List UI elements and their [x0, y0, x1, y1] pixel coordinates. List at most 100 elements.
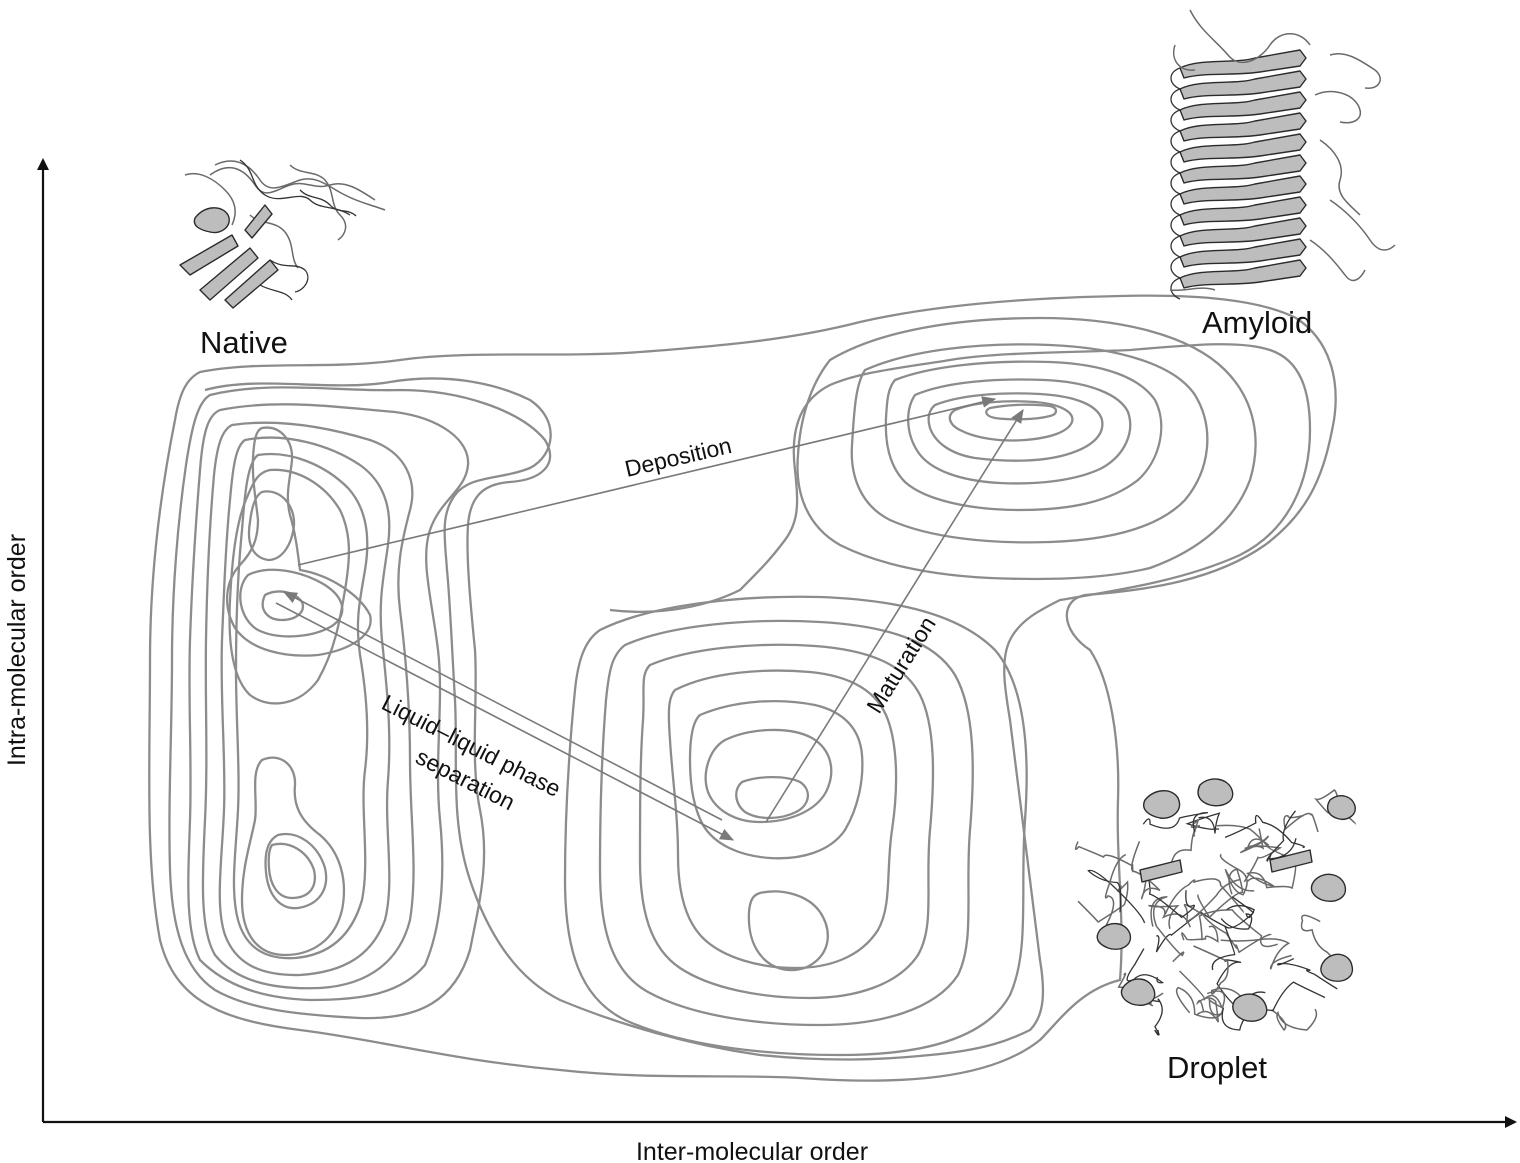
contour-amyloid-7	[985, 403, 1058, 421]
native-structure-image	[179, 159, 386, 309]
droplet-coil	[1277, 958, 1338, 990]
amyloid-strands	[1170, 49, 1307, 300]
droplet-coil	[1181, 925, 1219, 943]
amyloid-turn	[1170, 109, 1181, 132]
droplet-coil	[1087, 869, 1146, 924]
droplet-coil	[1220, 938, 1292, 970]
native-label: Native	[200, 325, 288, 360]
amyloid-beta-strand	[1179, 133, 1307, 163]
contour-left-upper-9	[239, 568, 344, 638]
contour-droplet-1	[563, 595, 1028, 1057]
maturation-arrow	[765, 409, 1024, 823]
contour-droplet-lower-1	[747, 890, 829, 972]
droplet-coil	[1147, 878, 1195, 919]
x-axis-label: Inter-molecular order	[636, 1138, 868, 1163]
amyloid-beta-strand	[1179, 91, 1307, 121]
contour-left-lower-2	[264, 832, 328, 910]
droplet-coil	[1219, 853, 1255, 896]
contour-amyloid-5	[927, 392, 1104, 462]
contour-left-upper-6	[228, 468, 351, 705]
contour-left-5	[232, 452, 369, 960]
contour-amyloid-6	[948, 400, 1074, 442]
transition-arrows	[275, 396, 1024, 841]
contour-droplet-5	[688, 699, 864, 860]
droplet-coil	[1074, 841, 1134, 873]
droplet-coil	[1150, 895, 1185, 963]
contour-left-outer	[168, 386, 552, 1020]
amyloid-turn	[1170, 130, 1181, 153]
droplet-coils	[1074, 789, 1356, 1036]
amyloid-turn	[1170, 151, 1181, 174]
contour-droplet-3	[638, 643, 935, 1000]
droplet-coil	[1148, 904, 1192, 930]
contour-outer-1	[148, 294, 1337, 1082]
droplet-coil	[1239, 828, 1270, 854]
amyloid-turn	[1170, 277, 1181, 300]
axes	[37, 158, 1517, 1128]
droplet-coil	[1142, 811, 1208, 833]
contour-left-2	[187, 403, 470, 1002]
droplet-coil	[1201, 913, 1272, 954]
contour-outer-2	[204, 343, 1312, 1061]
llps-arrow-back	[282, 591, 723, 821]
amyloid-beta-strand	[1179, 49, 1307, 79]
amyloid-turn	[1170, 88, 1181, 111]
droplet-coil	[1243, 838, 1283, 883]
amyloid-beta-strand	[1179, 154, 1307, 184]
droplet-coil	[1130, 841, 1161, 900]
droplet-coil	[1175, 986, 1226, 1019]
y-axis-label: Intra-molecular order	[3, 534, 31, 766]
amyloid-beta-strand	[1179, 175, 1307, 205]
contour-left-lower-3	[267, 842, 317, 900]
contour-droplet-7	[735, 775, 809, 820]
contour-amyloid-2	[850, 343, 1209, 544]
amyloid-beta-strand	[1179, 259, 1307, 289]
droplet-coil	[1224, 814, 1306, 849]
amyloid-beta-strand	[1179, 217, 1307, 247]
droplet-coil	[1185, 812, 1221, 834]
contour-droplet-6	[704, 728, 833, 824]
contour-left-4	[218, 436, 391, 977]
droplet-coil	[1164, 878, 1245, 915]
droplet-coil	[1283, 812, 1319, 833]
droplet-coil	[1169, 818, 1200, 873]
amyloid-label: Amyloid	[1202, 305, 1312, 340]
amyloid-turn	[1170, 256, 1181, 279]
contour-amyloid-1	[796, 316, 1257, 581]
droplet-coil	[1178, 970, 1224, 1016]
contour-droplet-4	[667, 669, 898, 970]
amyloid-turn	[1170, 214, 1181, 237]
contour-left-upper-7	[225, 426, 372, 657]
contour-lines	[148, 294, 1337, 1082]
droplet-coil	[1266, 810, 1297, 862]
amyloid-turn	[1170, 193, 1181, 216]
llps-arrow-forward	[275, 602, 735, 841]
droplet-label: Droplet	[1167, 1050, 1267, 1085]
droplet-coil	[1155, 911, 1229, 953]
contour-amyloid-3	[884, 360, 1163, 512]
droplet-coil	[1195, 997, 1220, 1023]
contour-left-upper-8	[247, 490, 296, 562]
amyloid-structure-image	[1169, 9, 1396, 300]
droplet-coil	[1077, 880, 1129, 923]
droplet-coil	[1146, 998, 1163, 1036]
droplet-coil	[1198, 909, 1278, 948]
amyloid-beta-strand	[1179, 70, 1307, 100]
contour-droplet-2	[598, 619, 974, 1027]
droplet-coil	[1245, 872, 1293, 889]
amyloid-beta-strand	[1179, 112, 1307, 142]
droplet-structure-image	[1074, 778, 1356, 1036]
amyloid-turn	[1170, 235, 1181, 258]
droplet-coil	[1197, 868, 1244, 919]
droplet-coil	[1193, 945, 1247, 1003]
amyloid-turn	[1170, 172, 1181, 195]
droplet-coil	[1126, 948, 1165, 984]
droplet-coil	[1271, 1008, 1318, 1032]
contour-amyloid-4	[907, 378, 1132, 485]
droplet-coil	[1221, 981, 1326, 1031]
amyloid-turn	[1170, 67, 1181, 90]
contour-left-3	[201, 421, 415, 990]
amyloid-beta-strand	[1179, 238, 1307, 268]
amyloid-beta-strand	[1179, 196, 1307, 226]
